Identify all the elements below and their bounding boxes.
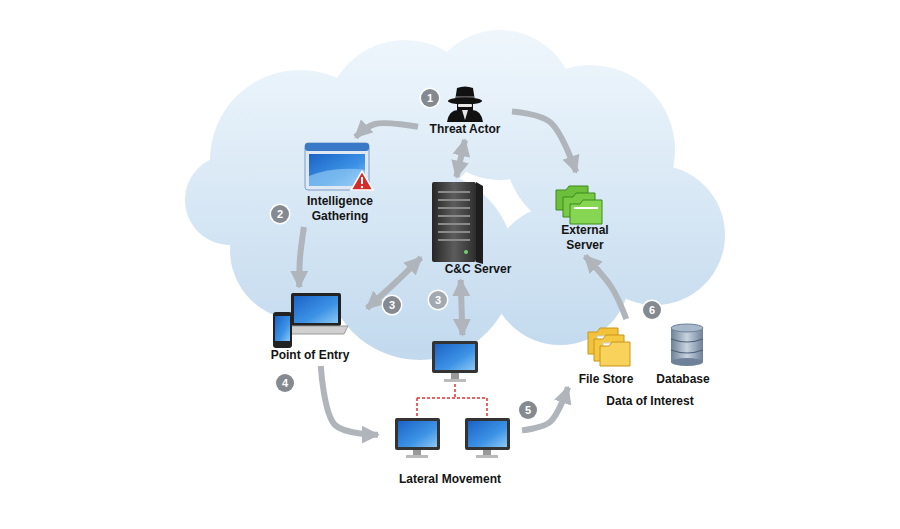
- icon-group: Intelligence Gathering: [289, 140, 392, 224]
- flow-arrow: [461, 280, 463, 335]
- laptop-icon: [273, 293, 348, 348]
- network-wire: [417, 384, 487, 417]
- browser-icon: [305, 143, 373, 190]
- flow-arrow: [456, 140, 465, 177]
- flow-arrow: [299, 227, 304, 287]
- node-label: External Server: [541, 223, 629, 253]
- node-label: C&C Server: [424, 262, 532, 277]
- flow-arrow: [512, 112, 576, 173]
- database-icon: [671, 324, 703, 366]
- cloud: [185, 30, 725, 360]
- icon-group: Point of Entry: [256, 290, 364, 363]
- icon-group: C&C Server: [424, 180, 532, 277]
- callout-number: 3: [429, 291, 447, 309]
- callout-number: 2: [271, 205, 289, 223]
- node-label: Threat Actor: [421, 122, 509, 137]
- node-label: Lateral Movement: [381, 472, 519, 487]
- threat-actor-icon: [447, 87, 483, 123]
- icon-group: External Server: [541, 175, 629, 253]
- server-icon: [432, 182, 483, 264]
- icon-group: Lateral Movement: [381, 338, 519, 487]
- icon-group: File Store: [570, 322, 642, 387]
- flow-arrow: [355, 123, 418, 137]
- computer-icon: [432, 341, 478, 382]
- icon-group: Database: [647, 322, 719, 387]
- callout-number: 3: [383, 296, 401, 314]
- flow-arrow: [585, 256, 626, 319]
- node-label: Data of Interest: [571, 394, 729, 409]
- node-label: Database: [647, 372, 719, 387]
- node-label: File Store: [570, 372, 642, 387]
- icon-group: File Store DatabaseData of Interest: [571, 322, 729, 409]
- folder-icon: [588, 328, 630, 366]
- flow-arrow: [321, 366, 378, 435]
- external-server-icon: [556, 186, 602, 224]
- monitor-icon: [395, 418, 440, 458]
- node-label: Intelligence Gathering: [289, 194, 392, 224]
- callout-number: 1: [421, 89, 439, 107]
- monitor-icon: [465, 418, 510, 458]
- callout-number: 5: [519, 401, 537, 419]
- callout-number: 6: [643, 301, 661, 319]
- node-label: Point of Entry: [256, 348, 364, 363]
- callout-number: 4: [276, 374, 294, 392]
